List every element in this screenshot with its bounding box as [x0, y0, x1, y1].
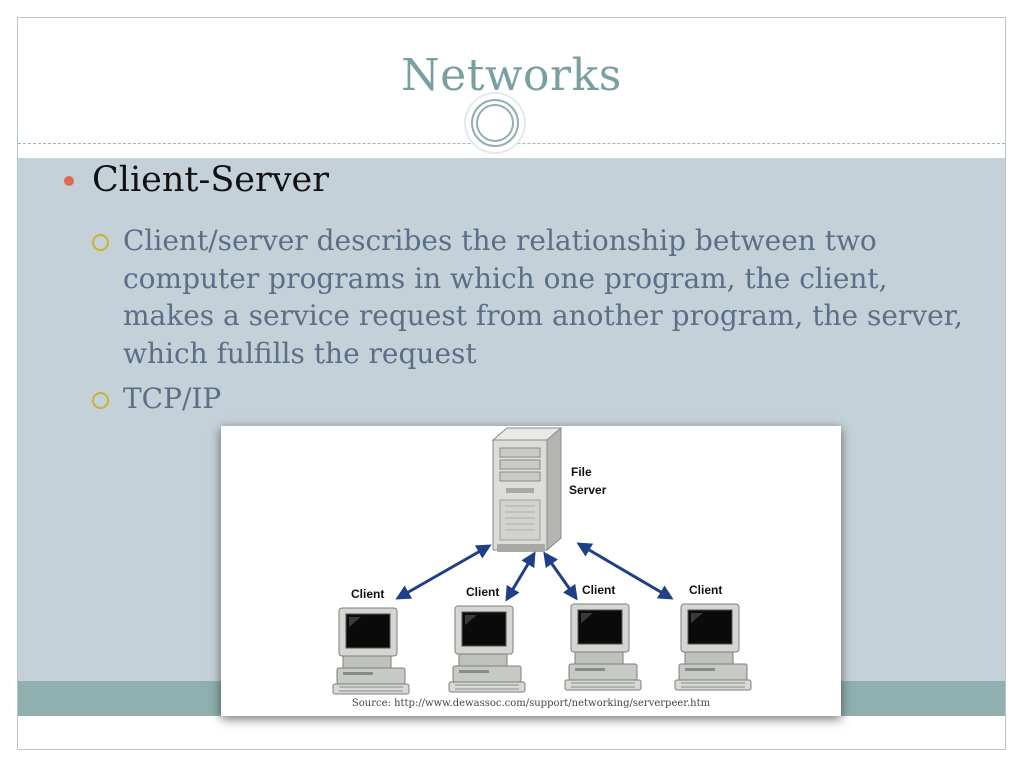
client-computer-icon — [674, 603, 752, 691]
client-label: Client — [351, 587, 384, 601]
client-label: Client — [582, 583, 615, 597]
sub-bullet-text: Client/server describes the relationship… — [123, 224, 963, 370]
server-label: File — [571, 465, 592, 479]
client-server-figure: File Server Client Client Client Client … — [221, 426, 841, 716]
circle-bullet-icon — [92, 392, 109, 409]
connection-arrows — [395, 542, 674, 602]
client-computer-icon — [448, 605, 526, 693]
client-computer-icon — [564, 603, 642, 691]
sub-bullet-tcpip: TCP/IP — [92, 380, 972, 418]
client-label: Client — [689, 583, 722, 597]
bullet-client-server: Client-Server — [64, 160, 329, 200]
slide-title: Networks — [401, 50, 622, 101]
circle-bullet-icon — [92, 234, 109, 251]
client-computer-icon — [332, 607, 410, 695]
bullet-text: Client-Server — [92, 160, 329, 200]
arrow-client-2 — [505, 551, 536, 602]
arrow-client-3 — [543, 551, 578, 601]
server-tower-icon — [491, 426, 563, 552]
medallion-ornament-icon — [466, 94, 524, 152]
sub-bullet-text: TCP/IP — [123, 382, 222, 415]
client-label: Client — [466, 585, 499, 599]
server-label: Server — [569, 483, 607, 497]
figure-source: Source: http://www.dewassoc.com/support/… — [351, 698, 711, 709]
network-diagram: File Server Client Client Client Client — [332, 426, 752, 695]
bullet-dot-icon — [64, 176, 74, 186]
arrow-client-4 — [576, 542, 674, 600]
sub-bullet-description: Client/server describes the relationship… — [92, 222, 972, 372]
arrow-client-1 — [395, 544, 492, 600]
